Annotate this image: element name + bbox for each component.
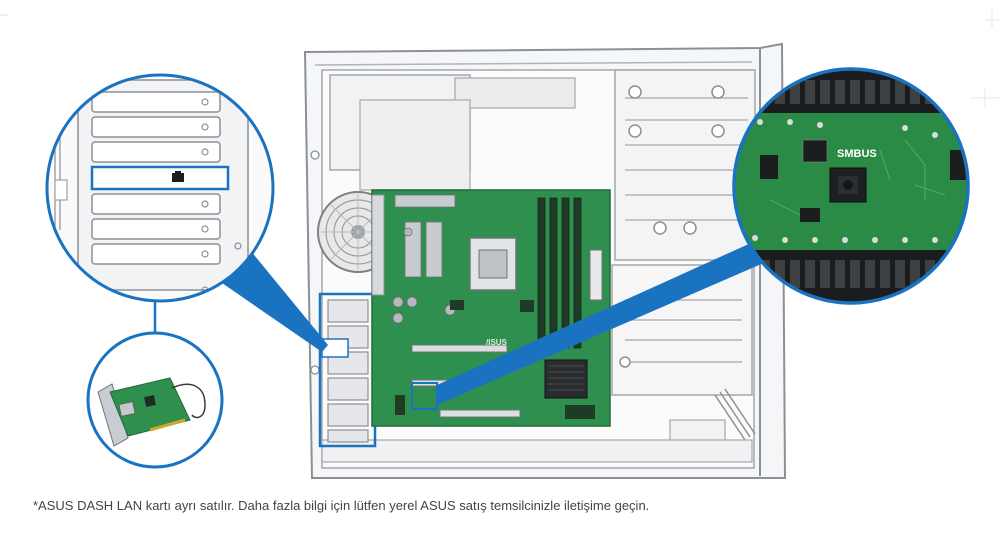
callout-connectors <box>153 238 775 405</box>
footnote-disclaimer: *ASUS DASH LAN kartı ayrı satılır. Daha … <box>33 498 650 513</box>
motherboard-brand-mark: /ISUS <box>486 338 508 347</box>
lan-port-icon <box>172 173 184 182</box>
slot-magnifier <box>45 73 275 303</box>
motherboard: /ISUS <box>371 189 611 427</box>
background-marks <box>0 10 1000 107</box>
smbus-magnifier: SMBUS <box>732 67 970 305</box>
smbus-label: SMBUS <box>837 148 877 160</box>
dash-lan-card-magnifier <box>86 331 224 469</box>
